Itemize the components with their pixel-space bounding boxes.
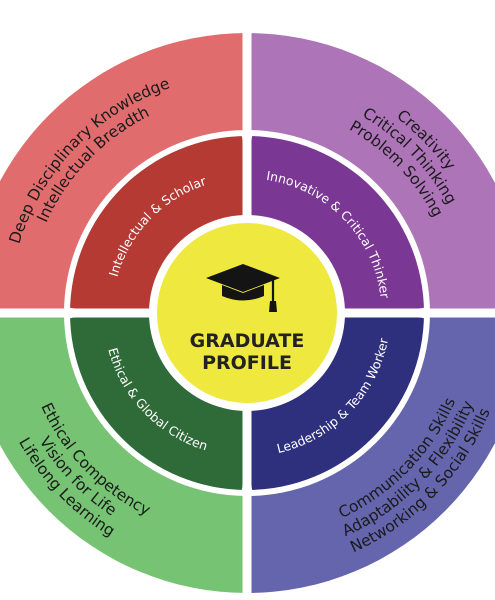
center-title-line-1: GRADUATE <box>190 330 305 352</box>
center-circle <box>157 223 337 403</box>
graduation-cap-icon <box>206 264 280 312</box>
center-badge: GRADUATE PROFILE <box>149 215 345 411</box>
center-title-line-2: PROFILE <box>202 352 292 374</box>
